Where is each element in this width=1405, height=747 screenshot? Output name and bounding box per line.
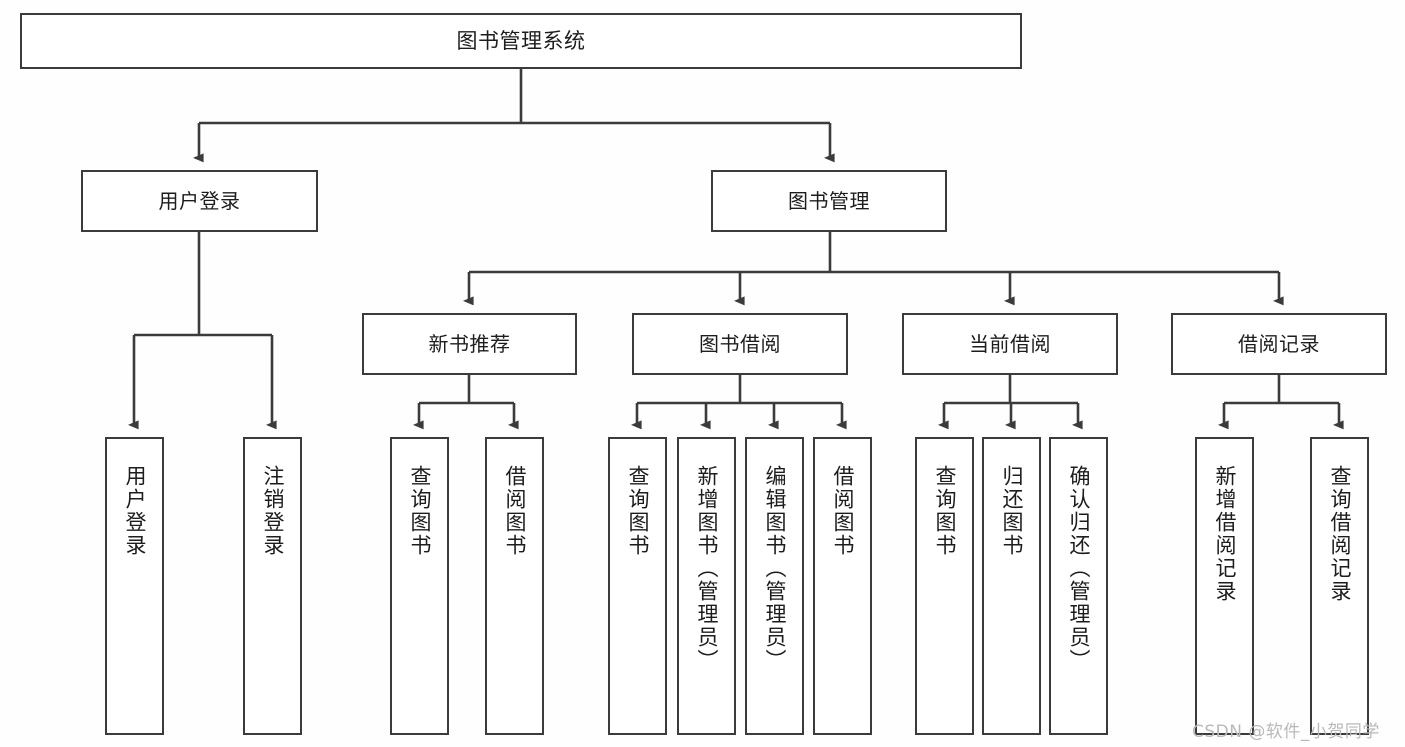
- node-label: 查询借阅记录: [1328, 465, 1352, 603]
- node-label: 新书推荐: [428, 331, 511, 356]
- leaf-query-books-current[interactable]: 查询图书: [915, 437, 974, 735]
- node-root[interactable]: 图书管理系统: [20, 13, 1022, 69]
- leaf-confirm-return-admin[interactable]: 确认归还（管理员）: [1049, 437, 1108, 735]
- node-label: 图书借阅: [699, 331, 781, 356]
- edges-borrow-to-leaves: [631, 375, 847, 430]
- node-user-login[interactable]: 用户登录: [81, 170, 318, 232]
- leaf-user-login[interactable]: 用户登录: [105, 437, 164, 735]
- node-label: 借阅记录: [1238, 331, 1320, 356]
- node-new-book-recommend[interactable]: 新书推荐: [362, 313, 577, 375]
- node-label: 编辑图书（管理员）: [763, 465, 787, 672]
- node-current-borrow[interactable]: 当前借阅: [902, 313, 1118, 375]
- leaf-query-books-recommend[interactable]: 查询图书: [390, 437, 449, 735]
- leaf-query-borrow-record[interactable]: 查询借阅记录: [1310, 437, 1369, 735]
- node-label: 新增图书（管理员）: [695, 465, 719, 672]
- edges-userlogin-to-leaves: [128, 232, 277, 430]
- node-label: 新增借阅记录: [1213, 465, 1237, 603]
- node-label: 当前借阅: [969, 331, 1051, 356]
- leaf-add-book-admin[interactable]: 新增图书（管理员）: [677, 437, 736, 735]
- leaf-borrow-books-recommend[interactable]: 借阅图书: [485, 437, 544, 735]
- edges-bookmgmt-to-level3: [463, 232, 1284, 306]
- node-label: 注销登录: [261, 465, 285, 557]
- node-label: 用户登录: [123, 465, 147, 557]
- leaf-return-books[interactable]: 归还图书: [982, 437, 1041, 735]
- node-label: 查询图书: [626, 465, 650, 557]
- node-label: 借阅图书: [503, 465, 527, 557]
- edges-root-to-level2: [193, 69, 835, 163]
- edges-newbook-to-leaves: [413, 375, 519, 430]
- watermark: CSDN @软件_小贺同学: [1192, 722, 1380, 742]
- edges-records-to-leaves: [1218, 375, 1344, 430]
- node-label: 用户登录: [158, 188, 241, 213]
- node-label: 查询图书: [933, 465, 957, 557]
- node-book-borrow[interactable]: 图书借阅: [632, 313, 848, 375]
- node-label: 图书管理系统: [456, 28, 586, 53]
- edges-current-to-leaves: [938, 375, 1083, 430]
- node-label: 查询图书: [408, 465, 432, 557]
- node-borrow-records[interactable]: 借阅记录: [1171, 313, 1387, 375]
- leaf-edit-book-admin[interactable]: 编辑图书（管理员）: [745, 437, 804, 735]
- node-book-management[interactable]: 图书管理: [711, 170, 947, 232]
- node-label: 借阅图书: [831, 465, 855, 557]
- node-label: 图书管理: [788, 188, 870, 213]
- leaf-borrow-books[interactable]: 借阅图书: [813, 437, 872, 735]
- leaf-query-books-borrow[interactable]: 查询图书: [608, 437, 667, 735]
- node-label: 确认归还（管理员）: [1067, 465, 1091, 672]
- node-label: 归还图书: [1000, 465, 1024, 557]
- leaf-logout[interactable]: 注销登录: [243, 437, 302, 735]
- leaf-add-borrow-record[interactable]: 新增借阅记录: [1195, 437, 1254, 735]
